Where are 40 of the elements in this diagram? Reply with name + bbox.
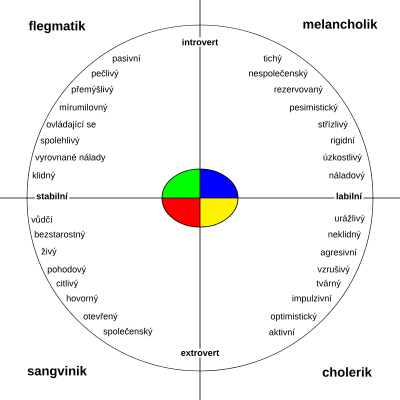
axis-label: introvert bbox=[180, 37, 220, 47]
trait-label: vzrušivý bbox=[317, 266, 350, 274]
trait-label: aktivní bbox=[269, 328, 295, 336]
trait-label: mírumilovný bbox=[60, 104, 108, 112]
trait-label: pasivní bbox=[112, 54, 141, 64]
trait-label: pesimistický bbox=[290, 104, 338, 112]
trait-label: tvárný bbox=[316, 280, 341, 288]
temperament-label: melancholik bbox=[303, 19, 378, 29]
axis-label: labilní bbox=[334, 191, 364, 201]
trait-label: optimistický bbox=[270, 312, 317, 322]
trait-label: hovorný bbox=[66, 294, 98, 304]
trait-label: nespolečenský bbox=[249, 70, 308, 78]
trait-label: spolehlivý bbox=[40, 136, 80, 146]
temperament-label: flegmatik bbox=[28, 20, 86, 34]
axis-label: extrovert bbox=[179, 348, 221, 358]
trait-label: přemýšlivý bbox=[72, 86, 114, 94]
trait-label: tichý bbox=[264, 54, 282, 64]
trait-label: neklidný bbox=[328, 230, 361, 240]
trait-label: pečlivý bbox=[92, 70, 119, 78]
trait-label: náladový bbox=[330, 172, 365, 180]
trait-label: impulzivní bbox=[292, 294, 332, 304]
trait-label: rigidní bbox=[330, 136, 355, 146]
trait-label: otevřený bbox=[84, 312, 118, 322]
trait-label: agresivní bbox=[320, 248, 357, 258]
trait-label: střízlivý bbox=[318, 120, 348, 130]
trait-label: živý bbox=[42, 248, 57, 256]
trait-label: společenský bbox=[103, 328, 153, 336]
trait-label: pohodový bbox=[48, 266, 86, 274]
temperament-label: sangvinik bbox=[28, 366, 87, 378]
trait-label: klidný bbox=[32, 172, 56, 180]
trait-label: bezstarostný bbox=[34, 230, 86, 240]
trait-label: rezervovaný bbox=[274, 86, 323, 94]
trait-label: vůdčí bbox=[31, 215, 53, 223]
trait-label: ovládající se bbox=[46, 120, 96, 130]
trait-label: citlivý bbox=[56, 280, 78, 288]
trait-label: urážlivý bbox=[334, 214, 365, 224]
trait-label: vyrovnané nálady bbox=[35, 154, 106, 162]
axis-label: stabilní bbox=[34, 191, 70, 201]
trait-label: úzkostlivý bbox=[324, 154, 362, 162]
temperament-label: cholerik bbox=[322, 367, 372, 377]
